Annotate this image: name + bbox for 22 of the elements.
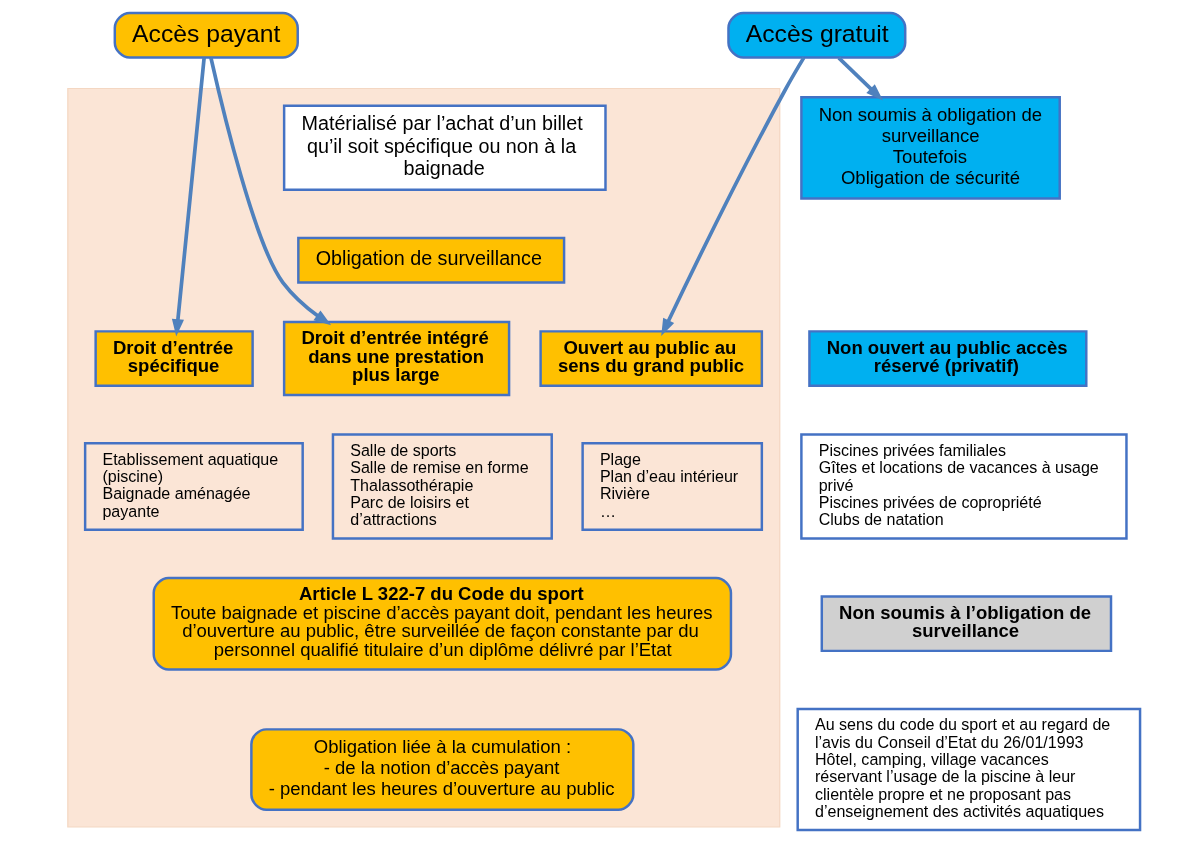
- arrow: [661, 56, 806, 337]
- node-box: Droit d’entrée spécifique: [94, 330, 254, 387]
- node-box: Droit d’entrée intégré dans une prestation plus large: [282, 320, 511, 397]
- node-box: Au sens du code du sport et au regard de l’avis du Conseil d’Etat du 26/01/1993 Hôtel, camping, village vacances réservant l’usage de la piscine à leur clientèle propre et ne proposant pas d’enseignement des activités aquatiques: [796, 707, 1142, 832]
- cluster: [67, 87, 781, 828]
- node-box: Accès gratuit: [727, 11, 907, 59]
- arrow: [171, 57, 206, 337]
- arrow: [209, 57, 332, 326]
- node-box: Obligation de surveillance: [297, 236, 566, 284]
- arrow: [837, 56, 884, 101]
- node-box: Salle de sports Salle de remise en forme Thalassothérapie Parc de loisirs et d’attractions: [331, 433, 553, 540]
- node-box: Non ouvert au public accès réservé (privatif): [808, 330, 1088, 387]
- node-box: Accès payant: [113, 11, 299, 59]
- node-box: Etablissement aquatique (piscine) Baignade aménagée payante: [83, 442, 304, 531]
- node-box: Article L 322-7 du Code du sport Toute baignade et piscine d’accès payant doit, pendant les heures d’ouverture au public, être surveillée de façon constante par du personnel qualifié titulaire d’un diplôme délivré par l’Etat: [152, 576, 733, 671]
- node-box: Obligation liée à la cumulation : - de la notion d’accès payant - pendant les heures d’ouverture au public: [250, 728, 635, 811]
- node-box: Non soumis à obligation de surveillance Toutefois Obligation de sécurité: [800, 95, 1061, 200]
- node-box: Non soumis à l’obligation de surveillance: [820, 595, 1113, 653]
- node-box: Matérialisé par l’achat d’un billet qu’il soit spécifique ou non à la baignade: [282, 104, 607, 192]
- node-box: Ouvert au public au sens du grand public: [539, 330, 764, 387]
- node-box: Piscines privées familiales Gîtes et locations de vacances à usage privé Piscines privées de copropriété Clubs de natation: [800, 433, 1128, 540]
- node-box: Plage Plan d’eau intérieur Rivière …: [581, 442, 764, 531]
